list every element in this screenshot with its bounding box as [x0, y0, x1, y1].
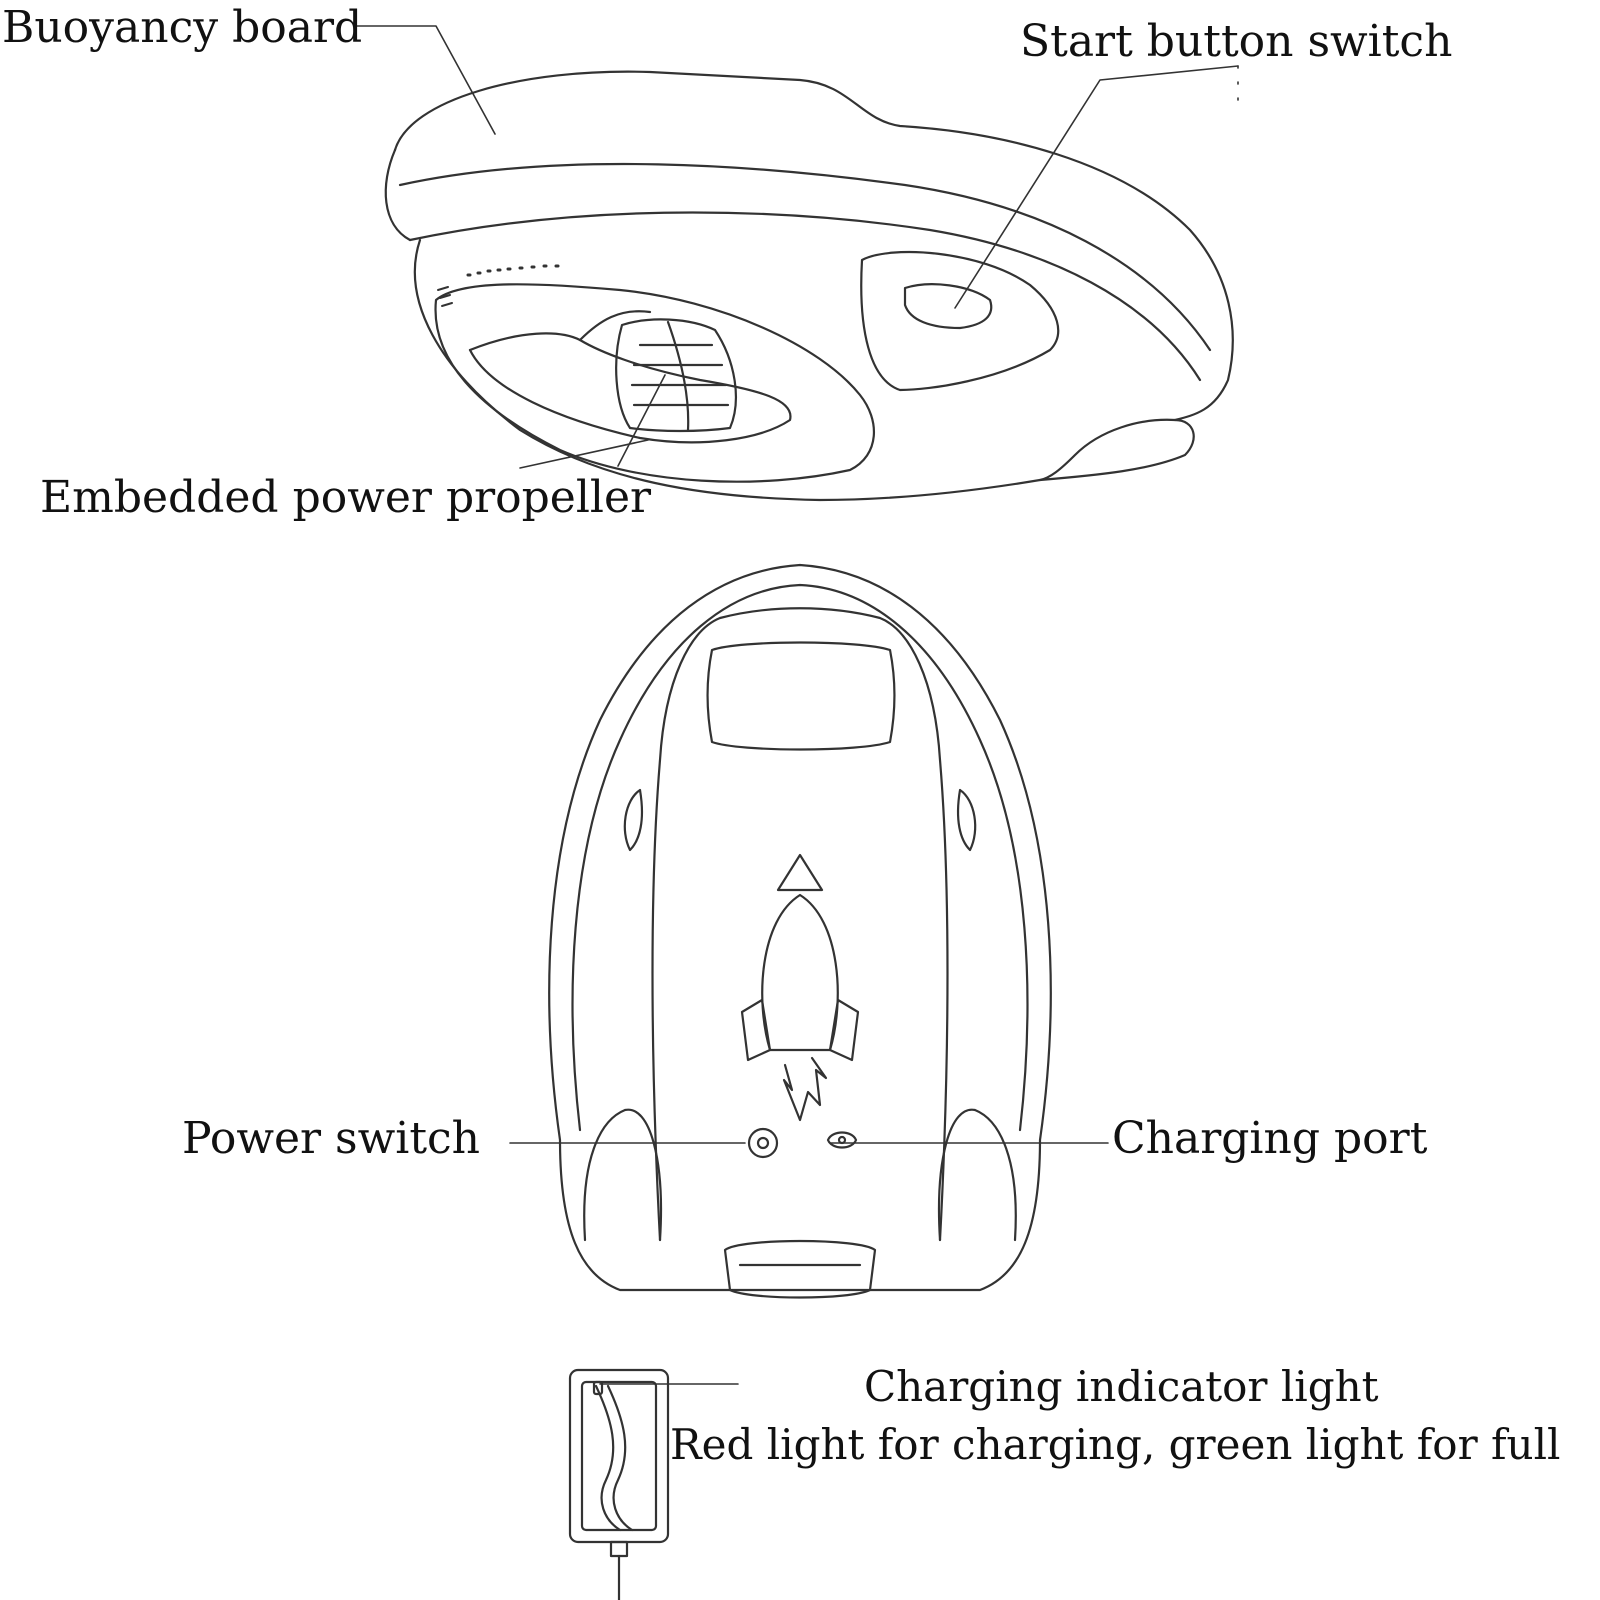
power-switch-label: Power switch — [182, 1113, 481, 1164]
charger-drawing — [568, 1368, 670, 1600]
charging-indicator-note: Red light for charging, green light for … — [670, 1420, 1561, 1469]
charging-indicator-light-label: Charging indicator light — [864, 1362, 1379, 1411]
device-rear-drawing — [548, 563, 1052, 1299]
embedded-power-propeller-label: Embedded power propeller — [40, 472, 652, 523]
charging-port-label: Charging port — [1112, 1113, 1428, 1164]
buoyancy-board-drawing — [384, 70, 1234, 502]
start-button-switch-label: Start button switch — [1020, 16, 1453, 67]
buoyancy-board-label: Buoyancy board — [2, 2, 363, 53]
leader-lines — [355, 25, 1239, 1385]
